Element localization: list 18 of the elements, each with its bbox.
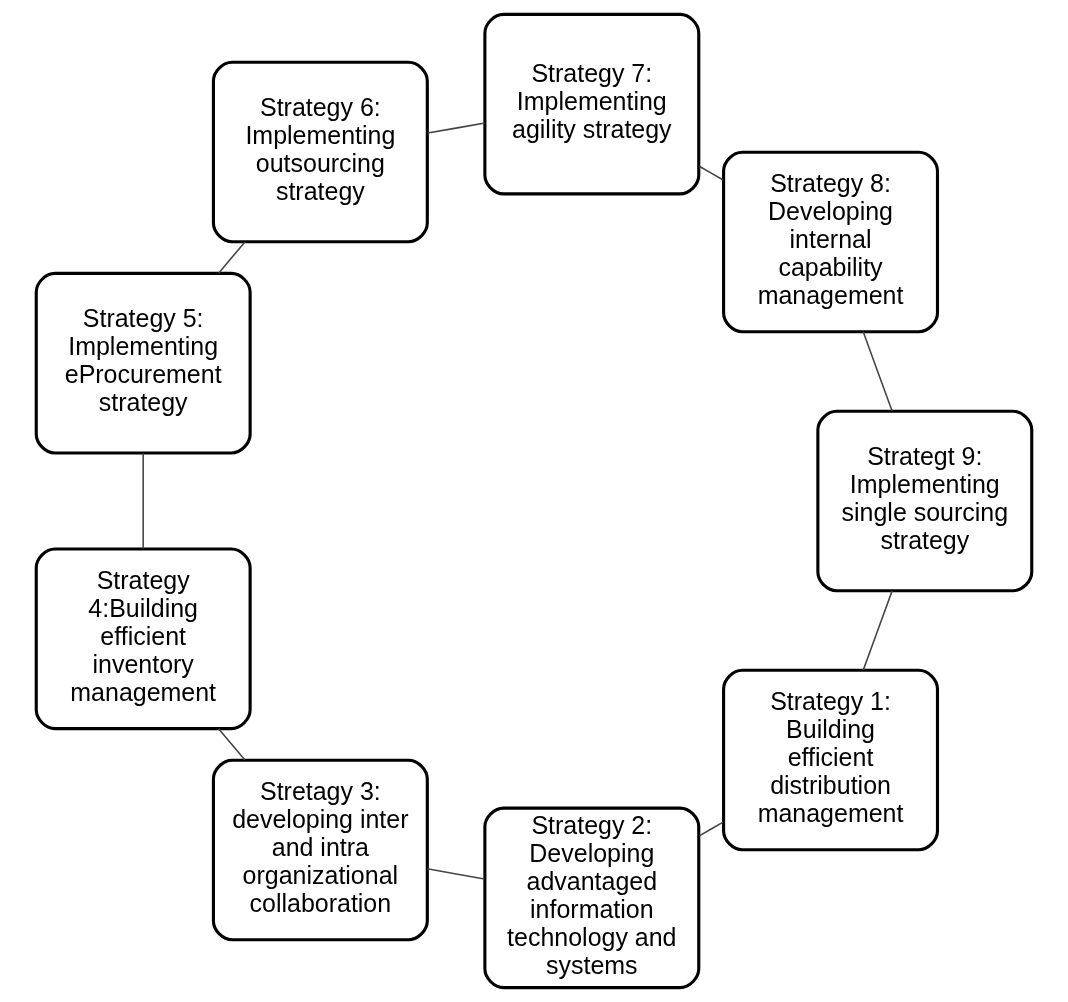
connector	[862, 590, 893, 671]
connector	[218, 241, 246, 274]
node-box: Strategy 2: Developing advantaged information technology and systems	[483, 806, 701, 990]
node-box: Strategy 8: Developing internal capability management	[722, 150, 940, 334]
node-box: Strategy 1: Building efficient distribution management	[722, 668, 940, 852]
node-box: Stretagy 3: developing inter and intra organizational collaboration	[211, 758, 429, 942]
node-box: Strategy 7: Implementing agility strategy	[483, 12, 701, 196]
connector	[862, 331, 893, 412]
connector	[426, 122, 486, 134]
node-box: Strategy 5: Implementing eProcurement strategy	[34, 271, 252, 455]
connector	[698, 165, 724, 181]
node-box: Strategy 4:Building efficient inventory management	[34, 547, 252, 731]
connector	[426, 868, 486, 880]
node-box: Strategt 9: Implementing single sourcing strategy	[816, 409, 1034, 593]
connector	[142, 452, 144, 550]
connector	[698, 821, 724, 837]
connector	[217, 727, 246, 761]
node-box: Strategy 6: Implementing outsourcing strategy	[211, 60, 429, 244]
